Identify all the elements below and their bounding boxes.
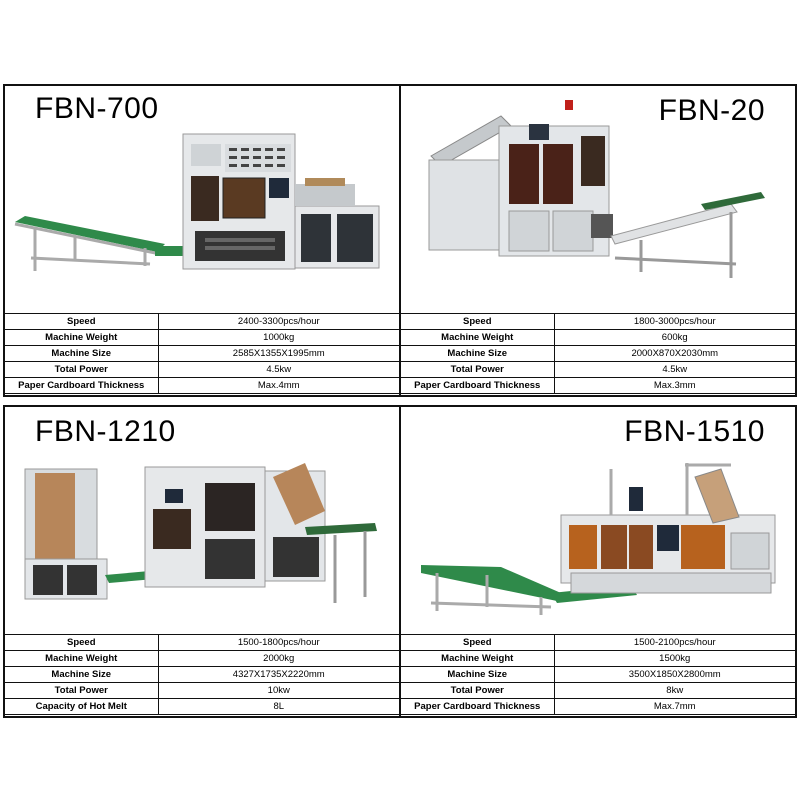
spec-label: Paper Cardboard Thickness (401, 377, 555, 394)
spec-label: Capacity of Hot Melt (5, 698, 159, 715)
spec-label: Speed (401, 313, 555, 330)
spec-label: Paper Cardboard Thickness (5, 377, 159, 394)
spec-label: Machine Size (5, 666, 159, 683)
product-image-area: FBN-20 (401, 86, 795, 312)
spec-label: Machine Weight (401, 650, 555, 667)
spec-label: Machine Size (401, 666, 555, 683)
spec-label: Machine Size (401, 345, 555, 362)
spec-value: 4.5kw (157, 361, 399, 378)
spec-label: Total Power (401, 361, 555, 378)
spec-label: Total Power (5, 361, 159, 378)
spec-label: Machine Size (5, 345, 159, 362)
spec-value: 2400-3300pcs/hour (157, 313, 399, 330)
machine-image-fbn-700 (14, 133, 380, 271)
spec-label: Speed (5, 634, 159, 651)
machine-image-fbn-20 (428, 100, 765, 278)
spec-value: 2585X1355X1995mm (157, 345, 399, 362)
machine-image-fbn-1510 (421, 463, 776, 615)
product-image-area: FBN-700 (5, 86, 399, 312)
spec-value: 3500X1850X2800mm (553, 666, 795, 683)
spec-label: Speed (401, 634, 555, 651)
model-title: FBN-1210 (35, 415, 176, 448)
spec-label: Speed (5, 313, 159, 330)
spec-value: 10kw (157, 682, 399, 699)
spec-label: Total Power (401, 682, 555, 699)
spec-value: 2000X870X2030mm (553, 345, 795, 362)
spec-value: 1500kg (553, 650, 795, 667)
product-image-area: FBN-1510 (401, 407, 795, 633)
spec-label: Paper Cardboard Thickness (401, 698, 555, 715)
spec-label: Machine Weight (401, 329, 555, 346)
spec-value: 1500-2100pcs/hour (553, 634, 795, 651)
spec-value: 1800-3000pcs/hour (553, 313, 795, 330)
spec-value: 600kg (553, 329, 795, 346)
spec-value: 1000kg (157, 329, 399, 346)
spec-value: 8kw (553, 682, 795, 699)
model-title: FBN-700 (35, 92, 159, 125)
spec-label: Machine Weight (5, 329, 159, 346)
machine-image-fbn-1210 (24, 463, 377, 603)
spec-value: Max.7mm (553, 698, 795, 715)
product-image-area: FBN-1210 (5, 407, 399, 633)
model-title: FBN-20 (658, 94, 765, 127)
spec-value: 4.5kw (553, 361, 795, 378)
spec-value: 2000kg (157, 650, 399, 667)
spec-label: Machine Weight (5, 650, 159, 667)
spec-value: 1500-1800pcs/hour (157, 634, 399, 651)
model-title: FBN-1510 (624, 415, 765, 448)
spec-value: Max.3mm (553, 377, 795, 394)
spec-value: 4327X1735X2220mm (157, 666, 399, 683)
spec-value: 8L (157, 698, 399, 715)
spec-label: Total Power (5, 682, 159, 699)
spec-value: Max.4mm (157, 377, 399, 394)
